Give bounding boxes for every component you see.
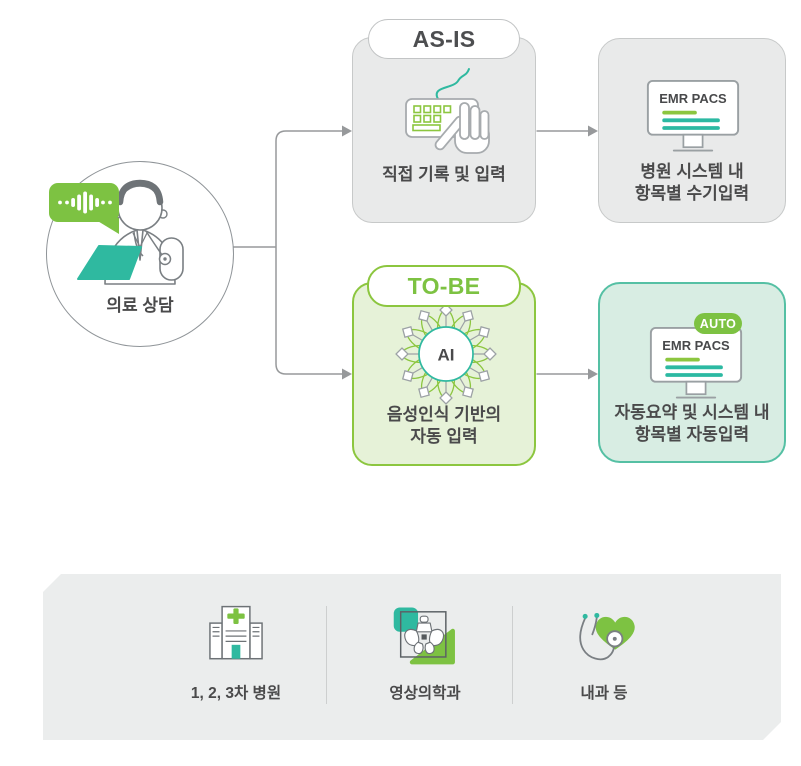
footer-item-internal-medicine: 내과 등: [519, 604, 689, 703]
screen-line-teal: [662, 126, 720, 130]
to-be-system-caption: 자동요약 및 시스템 내 항목별 자동입력: [600, 402, 784, 447]
connector-to-asis: [275, 130, 342, 247]
waveform-bars: [58, 191, 112, 214]
hospital-icon: [203, 604, 269, 670]
pelvis-center-mark: [422, 634, 427, 639]
as-is-input-box: AS-IS 직접 기록 및 입력: [352, 19, 536, 223]
stethoscope-chestpiece-dot: [613, 637, 617, 641]
screen-line-green: [665, 357, 700, 362]
doctor-hair: [116, 179, 164, 206]
screen-line-teal: [665, 365, 723, 370]
laptop-icon: [77, 245, 142, 280]
stethoscope-chestpiece-dot: [163, 257, 167, 261]
footer-divider: [512, 606, 513, 704]
as-is-input-caption: 직접 기록 및 입력: [382, 165, 506, 184]
source-circle-medical-consult: 의료 상담: [46, 161, 234, 347]
to-be-input-caption: 음성인식 기반의 자동 입력: [354, 404, 534, 449]
caption-line: 자동 입력: [410, 427, 478, 447]
earpiece-dot: [583, 614, 588, 619]
ai-center-circle: [418, 326, 474, 382]
footer-divider: [326, 606, 327, 704]
speech-waveform-icon: [49, 183, 119, 234]
caption-line: 병원 시스템 내: [640, 162, 744, 181]
auto-badge: AUTO: [694, 313, 742, 334]
to-be-badge: TO-BE: [367, 265, 521, 307]
as-is-badge: AS-IS: [368, 19, 520, 59]
arrowhead-icon: [342, 368, 352, 380]
footer-item-label: 내과 등: [580, 685, 628, 702]
connector-to-tobe: [275, 247, 342, 375]
monitor-screen-title: EMR PACS: [662, 338, 730, 353]
monitor-icon: EMR PACS: [646, 79, 740, 152]
footer-item-label: 영상의학과: [389, 685, 461, 702]
screen-line-teal: [662, 118, 720, 123]
as-is-system-box: EMR PACS 병원 시스템 내 항목별 수기입력: [598, 38, 786, 223]
keyboard-hand-icon: [405, 68, 490, 154]
arrowhead-icon: [588, 368, 598, 380]
arrowhead-icon: [342, 125, 352, 137]
earpiece-dot: [594, 613, 599, 618]
hand-icon: [434, 102, 490, 154]
caption-line: 음성인식 기반의: [386, 405, 502, 424]
footer-band: 1, 2, 3차 병원 영상의학과: [43, 574, 781, 740]
xray-frame: [401, 612, 446, 657]
ai-network-icon: AI: [395, 303, 497, 405]
xray-corner-teal: [394, 607, 418, 631]
as-is-system-caption: 병원 시스템 내 항목별 수기입력: [599, 161, 785, 206]
stethoscope-tube: [133, 230, 163, 257]
hospital-cross: [227, 608, 244, 624]
to-be-system-box: AUTO EMR PACS 자동요약 및 시스템 내 항목별 자동입력: [598, 282, 786, 463]
keyboard-keys: [412, 105, 452, 132]
keyboard-cable: [435, 68, 470, 100]
ai-label: AI: [438, 346, 455, 365]
caption-line: 항목별 수기입력: [634, 184, 750, 204]
stethoscope-heart-icon: [569, 604, 639, 670]
monitor-stand: [682, 133, 704, 149]
caption-line: 자동요약 및 시스템 내: [614, 403, 770, 422]
stethoscope-tubes: [580, 617, 614, 659]
doctor-consult-illustration: [49, 179, 184, 285]
xray-pelvis-icon: [392, 604, 458, 670]
monitor-auto-icon: EMR PACS: [649, 327, 743, 399]
caption-line: 항목별 자동입력: [634, 425, 750, 445]
monitor-stand: [685, 380, 707, 396]
screen-line-teal: [665, 373, 723, 377]
arrowhead-icon: [588, 125, 598, 137]
footer-item-radiology: 영상의학과: [340, 604, 510, 703]
footer-item-label: 1, 2, 3차 병원: [190, 685, 282, 702]
monitor-screen-title: EMR PACS: [659, 91, 727, 106]
screen-line-green: [662, 110, 697, 115]
pelvis-bone: [405, 616, 444, 653]
to-be-input-box: TO-BE AI 음성인식 기반의 자동 입력: [352, 265, 536, 466]
footer-item-hospital: 1, 2, 3차 병원: [151, 604, 321, 703]
hospital-door: [232, 645, 241, 659]
source-label: 의료 상담: [106, 296, 174, 315]
